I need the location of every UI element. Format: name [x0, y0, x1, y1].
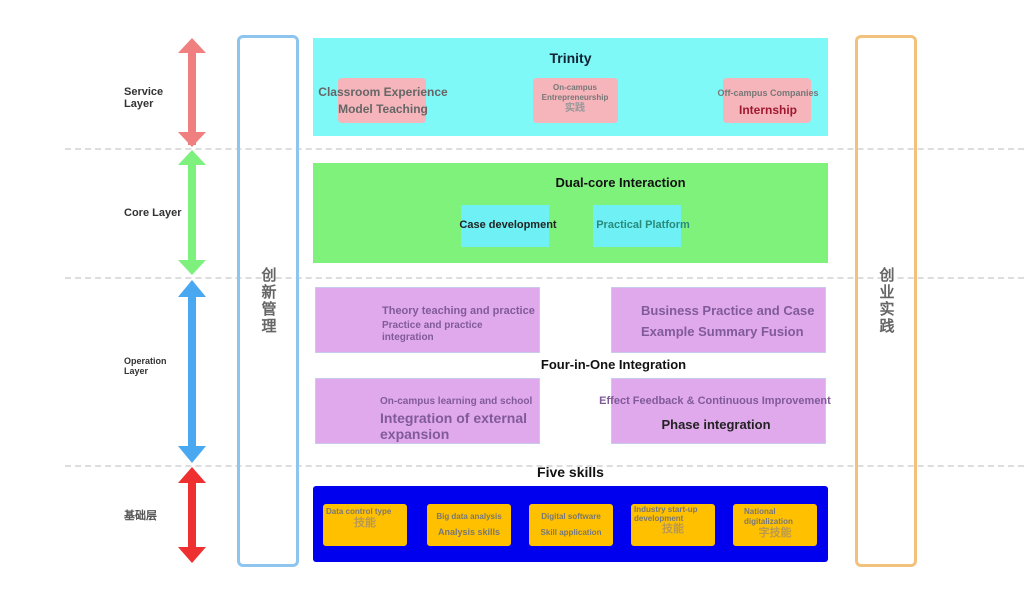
- item-line: Business Practice and Case: [641, 303, 815, 318]
- item-line: Theory teaching and practice: [382, 305, 535, 317]
- item-line: 实践: [565, 103, 585, 114]
- operation-item: On-campus learning and school Integratio…: [315, 378, 540, 444]
- item-line: Analysis skills: [437, 527, 501, 537]
- item-line: Digital software: [541, 512, 601, 521]
- item-line: Phase integration: [661, 417, 771, 432]
- layer-arrows: [178, 38, 206, 563]
- item-line: Practice and practice integration: [382, 320, 483, 343]
- item-line: National digitalization: [744, 507, 793, 526]
- item-line: Classroom Experience: [318, 85, 448, 99]
- label-foundation-layer: 基础层: [124, 510, 157, 522]
- label-service-layer: Service Layer: [124, 86, 164, 110]
- item-line: Effect Feedback & Continuous Improvement: [599, 395, 831, 407]
- left-bar-label: 创新管理: [259, 267, 277, 335]
- item-line: Example Summary Fusion: [641, 324, 804, 339]
- foundation-arrow-icon: [178, 467, 206, 563]
- item-line: 技能: [354, 517, 376, 529]
- service-arrow-icon: [178, 38, 206, 147]
- core-arrow-icon: [178, 150, 206, 275]
- operation-title: Four-in-One Integration: [540, 357, 687, 372]
- item-text: On-campus learning and school Integratio…: [380, 395, 560, 442]
- entrepreneurship-practice-bar: 创业实践: [855, 35, 917, 567]
- item-line: Industry start-up development: [634, 505, 698, 523]
- item-line: On-campus learning and school: [380, 396, 533, 407]
- core-title: Dual-core Interaction: [555, 175, 686, 190]
- item-line: Skill application: [540, 528, 602, 537]
- item-line: Data control type: [326, 507, 392, 516]
- operation-arrow-icon: [178, 280, 206, 463]
- label-core-layer: Core Layer: [124, 207, 182, 219]
- innovation-management-bar: 创新管理: [237, 35, 299, 567]
- core-panel: Dual-core Interaction Case development P…: [313, 163, 828, 263]
- divider: [65, 277, 1024, 279]
- item-line: Integration of external expansion: [380, 410, 528, 442]
- item-line: Internship: [738, 103, 797, 117]
- operation-item: [611, 378, 826, 444]
- core-item-practical-platform: Practical Platform: [596, 219, 690, 231]
- item-line: 技能: [662, 523, 684, 535]
- item-text: Theory teaching and practice Practice an…: [382, 304, 572, 344]
- item-line: On-campus: [552, 83, 597, 92]
- core-item-case-development: Case development: [459, 219, 557, 231]
- item-line: Entrepreneurship: [541, 93, 609, 102]
- divider: [65, 148, 1024, 150]
- item-line: Off-campus Companies: [717, 88, 819, 98]
- label-operation-layer: Operation Layer: [124, 356, 167, 376]
- service-title: Trinity: [549, 50, 592, 66]
- item-line: 字技能: [758, 527, 792, 539]
- item-line: Big data analysis: [436, 512, 502, 521]
- item-line: Model Teaching: [338, 102, 428, 116]
- operation-item: Theory teaching and practice Practice an…: [315, 287, 540, 353]
- divider: [65, 465, 1024, 467]
- right-bar-label: 创业实践: [877, 267, 895, 335]
- foundation-title: Five skills: [537, 464, 604, 480]
